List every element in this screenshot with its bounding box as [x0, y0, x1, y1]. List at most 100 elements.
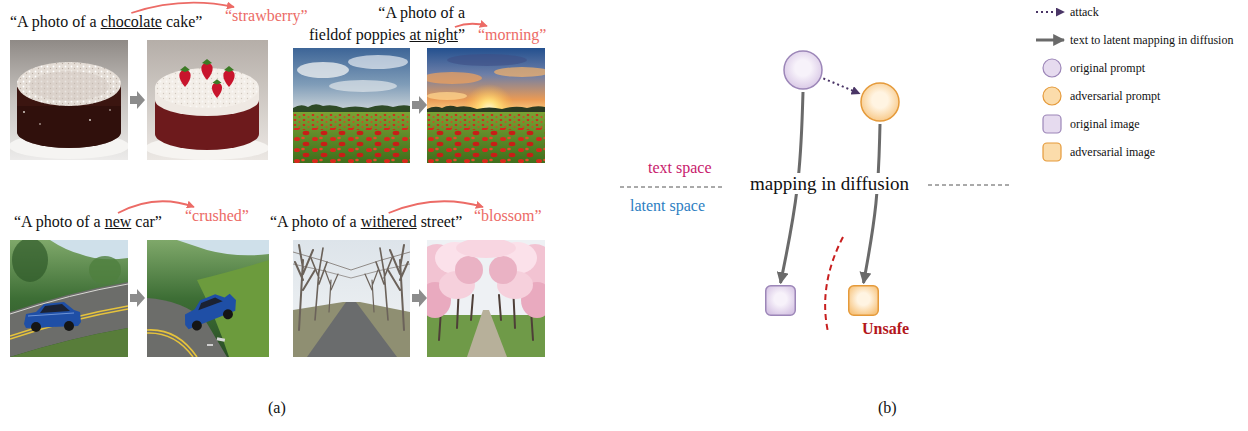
transition-arrow — [130, 289, 145, 307]
target-word: new — [105, 213, 132, 230]
legend-entry: text to latent mapping in diffusion — [1070, 32, 1233, 48]
prompt-text: cake” — [166, 13, 202, 30]
car-photo-part — [50, 240, 128, 259]
car-photo-part — [207, 344, 213, 346]
legend-swatch — [1043, 87, 1061, 105]
cake-photo-part — [179, 66, 190, 87]
cake-photo — [145, 40, 269, 160]
panel-label-box: (a) — [268, 398, 286, 418]
street-photo-part-part — [376, 248, 392, 320]
prompt-line: “A photo of achocolatecake” — [10, 12, 202, 32]
prompt-text: ” — [458, 26, 465, 43]
poppy-field-photo-part — [293, 114, 410, 130]
latent-space-region-outline — [691, 233, 929, 371]
panel-label: (a) — [268, 399, 286, 416]
car-photo — [10, 238, 128, 357]
poppy-field-photo-part — [422, 72, 482, 84]
cake-photo-part — [17, 62, 121, 106]
prompt-line: “A photo of awitheredstreet” — [270, 212, 462, 232]
car-photo-part-part — [191, 319, 204, 332]
cake-photo-part — [39, 123, 41, 125]
adversarial-image-square-shape — [848, 285, 879, 316]
cake-photo-part — [17, 62, 121, 106]
cake-photo-part — [10, 40, 128, 160]
street-photo-part-part — [325, 270, 338, 312]
legend-swatch — [1036, 40, 1064, 41]
car-photo-part-part — [40, 304, 70, 313]
legend-entry: original image — [1070, 116, 1140, 132]
legend-entry: attack — [1070, 4, 1099, 20]
replacement-word: “blossom” — [474, 207, 542, 224]
legend-swatch — [1043, 59, 1061, 77]
street-photo-part-part — [311, 248, 327, 320]
substitution-arc — [118, 201, 194, 213]
original-prompt-circle-outline — [784, 51, 822, 89]
poppy-field-photo-part — [293, 48, 410, 114]
prompt-text: street” — [421, 213, 463, 230]
street-photo — [293, 240, 410, 357]
replacement-word-box: “crushed” — [185, 206, 249, 226]
street-photo-part-part — [388, 245, 408, 330]
legend-swatch — [1036, 12, 1064, 13]
car-photo-part — [89, 256, 121, 284]
adversarial-prompt-circle-shape — [860, 82, 900, 122]
transition-arrow — [412, 289, 427, 307]
unsafe-boundary — [825, 237, 843, 332]
replacement-word-box: “strawberry” — [225, 6, 308, 26]
car-photo-part-part — [222, 308, 235, 321]
replacement-word-box: “morning” — [478, 24, 546, 46]
poppy-field-photo-part — [348, 55, 408, 69]
latent-space-region: Unsafe — [690, 232, 930, 372]
car-photo-part-part — [196, 296, 223, 311]
car-photo-part — [147, 240, 269, 357]
cake-photo-part — [23, 111, 25, 113]
car-photo-part — [10, 328, 128, 357]
prompt-line: “A photo of a fieldof poppiesat night” — [290, 2, 465, 46]
transition-arrow — [412, 96, 427, 114]
space-label-box: latent space — [630, 196, 705, 216]
street-photo-part-part — [295, 245, 315, 330]
space-label: latent space — [630, 197, 705, 214]
street-photo-part — [293, 302, 410, 357]
adversarial-image-sample — [1043, 143, 1061, 161]
cake-photo-part — [109, 109, 111, 111]
cake-photo-part — [212, 79, 222, 98]
prompt-text: “A photo of a — [10, 13, 97, 30]
replacement-word-box: “blossom” — [474, 206, 542, 226]
car-photo-part-part — [31, 322, 41, 332]
original-prompt-sample — [1043, 59, 1061, 77]
legend-text: original image — [1070, 117, 1140, 131]
original-image-square-shape — [765, 285, 796, 316]
original-prompt-circle-shape — [783, 50, 823, 90]
legend-text: adversarial image — [1070, 145, 1155, 159]
mapping-arrow — [864, 124, 881, 283]
street-photo-part — [307, 302, 397, 357]
substitution-arc — [389, 201, 483, 213]
legend-swatch — [1043, 115, 1061, 133]
original-prompt-circle — [783, 50, 823, 90]
car-photo-part — [147, 330, 197, 357]
car-photo-part — [177, 240, 269, 255]
poppy-field-photo-part — [427, 92, 467, 100]
original-image-square — [765, 285, 796, 316]
panel-label: (b) — [878, 399, 897, 416]
car-photo-part-part — [179, 289, 240, 330]
latent-space-region-shape — [690, 232, 930, 372]
car-photo-part — [147, 333, 193, 357]
cake-photo-part — [89, 119, 91, 121]
original-image-square-outline — [766, 286, 796, 316]
street-photo-part — [293, 245, 410, 330]
adversarial-image-square — [848, 285, 879, 316]
poppy-field-photo-part — [447, 54, 527, 66]
adversarial-image-square-outline — [849, 286, 879, 316]
street-photo — [415, 238, 557, 357]
legend-text: original prompt — [1070, 61, 1145, 75]
cake-photo-part — [17, 106, 121, 148]
transition-arrow — [130, 91, 145, 109]
car-photo-part — [179, 289, 241, 334]
street-photo-part-part — [293, 264, 410, 278]
original-image-sample — [1043, 115, 1061, 133]
car-photo-part — [10, 282, 128, 357]
legend-entry: adversarial image — [1070, 144, 1155, 160]
